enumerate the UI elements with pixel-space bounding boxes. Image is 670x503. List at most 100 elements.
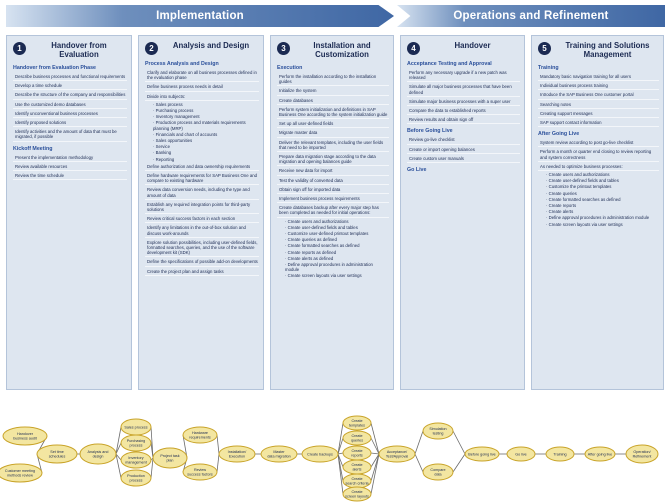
flow-node-shape — [79, 443, 117, 465]
flow-node-label: Customer meeting — [5, 469, 35, 473]
flow-node: Create backups — [301, 445, 339, 463]
checklist-item: Review data conversion needs, including … — [145, 186, 259, 200]
checklist-item: Clarify and elaborate on all business pr… — [145, 69, 259, 83]
flow-node-label: process — [130, 444, 143, 448]
flow-node-label: schedules — [49, 455, 66, 459]
checklist-item: As needed to optimize business processes… — [538, 163, 659, 172]
checklist-item: Explore solution possibilities, includin… — [145, 239, 259, 258]
flow-connector — [452, 430, 466, 455]
checklist-item: System review according to post go-live … — [538, 139, 659, 148]
checklist-item: Mandatory basic navigation training for … — [538, 73, 659, 82]
sub-item: Create screen layouts via user settings — [285, 273, 389, 278]
flow-node-label: Installation/ — [228, 450, 248, 454]
flow-node-label: business audit — [13, 437, 37, 441]
flow-node-label: alerts — [352, 468, 361, 472]
section-heading: Kickoff Meeting — [13, 145, 53, 152]
flow-node-label: Create backups — [307, 452, 333, 456]
phase-title: Installation and Customization — [313, 41, 371, 59]
flow-node-label: data — [434, 473, 442, 477]
flow-connector — [370, 437, 380, 455]
flow-connector — [216, 434, 220, 455]
section-heading: Go Live — [407, 167, 427, 174]
sub-item: Create screen layouts via user settings — [546, 222, 659, 227]
flow-node-label: Review — [194, 468, 206, 472]
checklist-item: Review results and obtain sign off — [407, 116, 520, 125]
flow-connector — [337, 453, 344, 468]
sub-item: Create formatted searches as defined — [546, 197, 659, 202]
checklist-item: Perform any necessary upgrade if a new p… — [407, 69, 520, 83]
flow-node-label: templates — [349, 424, 365, 428]
flow-node-label: Create — [351, 477, 362, 481]
flow-node-shape — [342, 430, 372, 446]
flow-node-shape — [506, 446, 536, 462]
sub-item: Create queries — [546, 191, 659, 196]
sub-item: Create reports — [546, 203, 659, 208]
flow-connector — [370, 453, 380, 495]
flow-node-label: Before going live — [468, 452, 495, 456]
flow-node: Sales process — [120, 418, 152, 436]
flow-node-label: Hardware — [192, 431, 208, 435]
flow-node-shape — [152, 447, 188, 469]
checklist-item: Create custom user manuals — [407, 155, 520, 164]
checklist-item: Use the customized demo databases — [13, 101, 127, 109]
sub-item: Banking — [153, 150, 259, 155]
flow-node-label: Execution — [229, 455, 245, 459]
section-heading: Training — [538, 65, 559, 71]
flow-node-label: Operation/ — [633, 450, 651, 454]
checklist-item: Review critical success factors in each … — [145, 215, 259, 224]
sub-item: Create alerts as defined — [285, 256, 389, 261]
flow-node-label: Project task — [160, 454, 179, 458]
flow-node-label: process — [130, 479, 143, 483]
flow-connector — [370, 452, 380, 455]
sub-item: Define approval procedures in administra… — [285, 262, 389, 272]
section-heading: Acceptance Testing and Approval — [407, 61, 492, 67]
flow-node-label: Set time — [50, 450, 64, 454]
phase-title: Handover — [454, 41, 491, 50]
checklist-item: Prepare data migration stage according t… — [277, 153, 389, 167]
checklist-item: Review the time schedule — [13, 172, 127, 181]
phase-number-badge: 1 — [13, 42, 26, 55]
flow-connector — [337, 452, 344, 455]
checklist-item: Initialize the system — [277, 87, 389, 96]
flow-node-shape — [120, 451, 152, 469]
section-heading: Before Going Live — [407, 128, 453, 135]
sub-item: Define approval procedures in administra… — [546, 215, 659, 220]
flow-node: Acceptance/Test/Approval — [378, 445, 416, 463]
sub-item: Customize the printout templates — [546, 184, 659, 189]
checklist-item: Obtain sign off for imported data — [277, 186, 389, 195]
phase-title: Analysis and Design — [172, 41, 250, 50]
flow-node-shape — [625, 444, 659, 464]
checklist-item: Review go-live checklist — [407, 136, 520, 145]
flow-node-shape — [218, 445, 256, 463]
sub-item: Service — [153, 144, 259, 149]
phase-title: Training and Solutions Management — [565, 41, 650, 59]
sub-item: Customize user-defined printout template… — [285, 231, 389, 236]
checklist-item: Simulate all major business processes th… — [407, 83, 520, 97]
flow-connector — [414, 430, 424, 455]
checklist-item: Perform a month or quarter end closing t… — [538, 148, 659, 162]
checklist-item: Present the implementation methodology — [13, 154, 127, 162]
checklist-item: Identify any limitations in the out-of-b… — [145, 224, 259, 238]
checklist-item: Establish any required integration point… — [145, 201, 259, 215]
flow-node-shape — [120, 434, 152, 452]
flow-connector — [414, 453, 424, 473]
checklist-item: Set up all user-defined fields — [277, 120, 389, 129]
flow-node-label: Simulation — [429, 427, 446, 431]
checklist-item: Identify proposed solutions — [13, 119, 127, 128]
flow-node-shape — [422, 422, 454, 440]
operations-banner: Operations and Refinement — [397, 5, 665, 27]
